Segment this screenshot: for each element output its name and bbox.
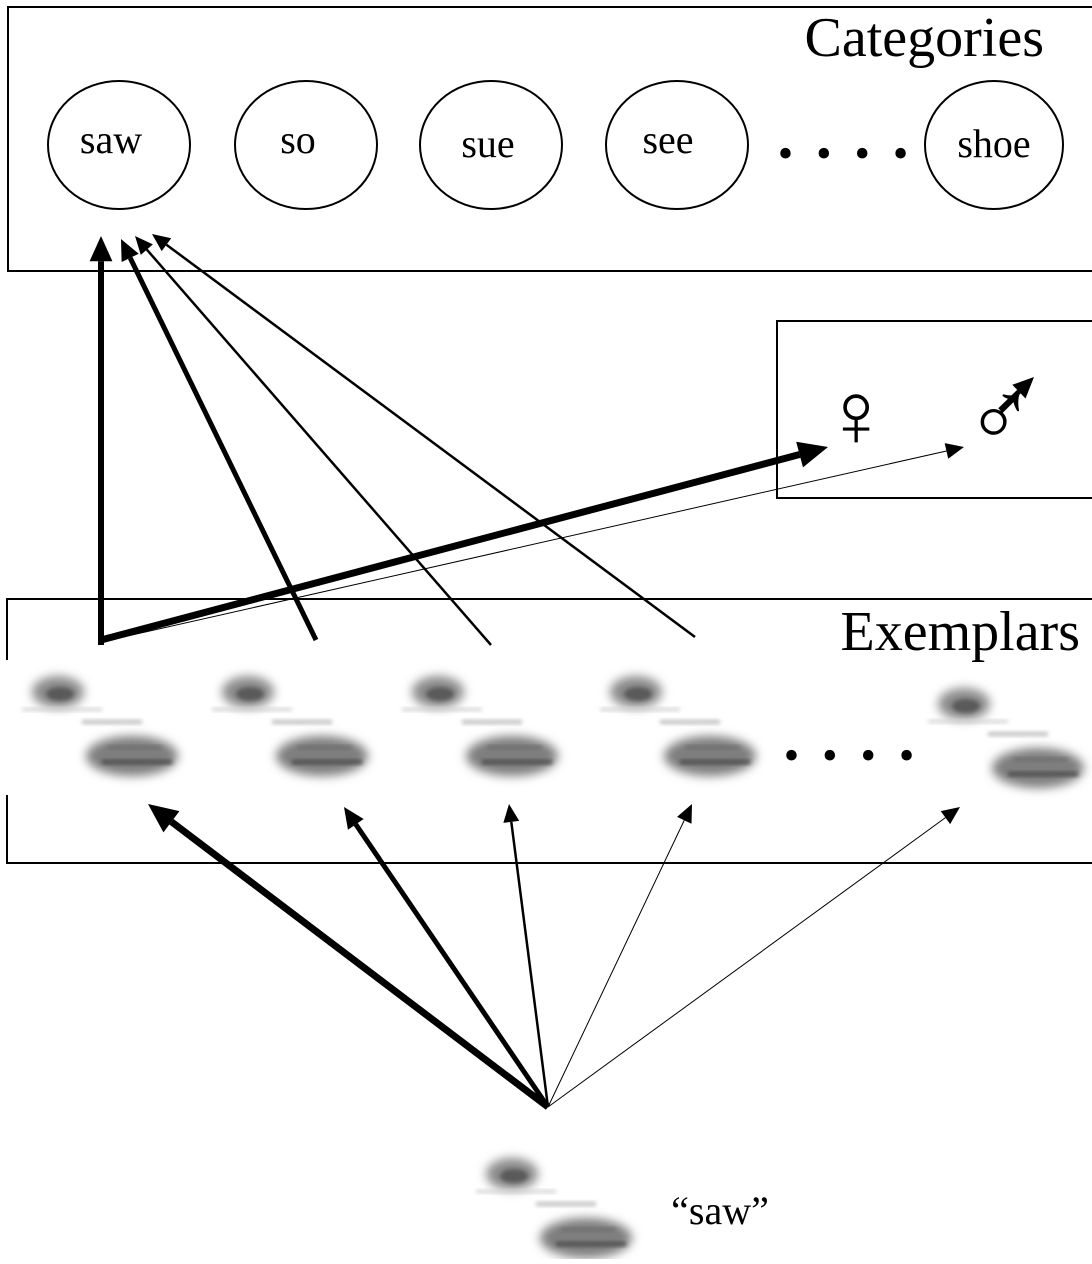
arrow-ex2-to-saw bbox=[121, 239, 319, 642]
arrow-input-to-ex3-shaft bbox=[510, 821, 550, 1108]
arrow-input-to-ex1-head bbox=[148, 804, 180, 833]
male-symbol-arrow bbox=[998, 377, 1034, 412]
arrow-input-to-ex3-head bbox=[503, 804, 520, 823]
arrow-ex1-to-male bbox=[100, 443, 964, 643]
arrow-ex2-to-saw-head bbox=[121, 239, 139, 263]
arrow-ex1-to-male-shaft bbox=[100, 450, 947, 643]
category-node-sue[interactable] bbox=[419, 80, 563, 210]
arrow-input-to-ex3 bbox=[503, 804, 550, 1108]
exemplars-spectrogram-band bbox=[0, 660, 1092, 795]
arrow-ex3-to-saw-head bbox=[135, 236, 153, 255]
female-symbol: ♀ bbox=[822, 364, 891, 466]
category-node-see[interactable] bbox=[605, 80, 749, 210]
connection-arrows bbox=[89, 234, 1034, 1110]
arrow-ex1-to-female-shaft bbox=[100, 451, 801, 644]
arrow-input-to-ex1 bbox=[148, 804, 551, 1110]
arrow-input-to-ex5 bbox=[547, 807, 960, 1108]
arrow-ex1-to-saw bbox=[89, 236, 113, 645]
arrow-ex2-to-saw-shaft bbox=[127, 256, 319, 642]
arrow-ex4-to-saw bbox=[152, 234, 696, 639]
arrow-ex1-to-saw-head bbox=[89, 236, 113, 262]
arrow-ex4-to-saw-head bbox=[152, 234, 172, 252]
arrow-input-to-ex1-shaft bbox=[169, 818, 551, 1110]
arrow-input-to-ex5-shaft bbox=[547, 817, 946, 1108]
arrow-ex1-to-female bbox=[100, 441, 828, 644]
arrow-input-to-ex2-shaft bbox=[353, 822, 551, 1109]
category-label-sue: sue bbox=[461, 121, 514, 166]
arrow-ex3-to-saw-shaft bbox=[145, 248, 492, 646]
category-label-see: see bbox=[642, 117, 693, 162]
category-node-shoe[interactable] bbox=[924, 80, 1064, 210]
exemplars-panel: Exemplars • • • • bbox=[0, 598, 1092, 864]
arrow-input-to-ex4 bbox=[547, 804, 692, 1108]
male-symbol-arrow-shaft bbox=[998, 389, 1021, 412]
arrow-input-to-ex5-head bbox=[940, 807, 960, 825]
arrow-ex1-to-male-head bbox=[944, 443, 964, 459]
arrow-input-to-ex2 bbox=[344, 807, 551, 1109]
input-label: “saw” bbox=[671, 1188, 769, 1233]
arrow-ex1-to-female-head bbox=[796, 441, 828, 468]
gender-panel: ♀ ♂ bbox=[776, 320, 1092, 499]
exemplars-ellipsis: • • • • bbox=[784, 731, 921, 780]
arrow-input-to-ex4-head bbox=[677, 804, 692, 824]
arrow-ex3-to-saw bbox=[135, 236, 492, 646]
category-label-saw: saw bbox=[80, 117, 142, 162]
arrow-input-to-ex4-shaft bbox=[547, 820, 685, 1108]
arrow-ex4-to-saw-shaft bbox=[165, 243, 696, 639]
male-symbol: ♂ bbox=[966, 364, 1035, 466]
category-label-shoe: shoe bbox=[957, 121, 1030, 166]
exemplars-title: Exemplars bbox=[841, 601, 1080, 663]
category-node-saw[interactable] bbox=[47, 80, 191, 210]
category-node-so[interactable] bbox=[234, 80, 378, 210]
input-spectrogram[interactable] bbox=[476, 1158, 632, 1258]
category-label-so: so bbox=[280, 117, 316, 162]
categories-title: Categories bbox=[805, 7, 1044, 69]
input-token: “saw” bbox=[476, 1158, 769, 1258]
gender-frame bbox=[776, 320, 1092, 499]
categories-ellipsis: • • • • bbox=[778, 129, 915, 178]
arrow-input-to-ex2-head bbox=[344, 807, 364, 830]
categories-frame bbox=[7, 6, 1092, 272]
male-symbol-arrow-head bbox=[1012, 377, 1034, 399]
categories-panel: Categories saw so sue see • • • • shoe bbox=[7, 6, 1092, 272]
